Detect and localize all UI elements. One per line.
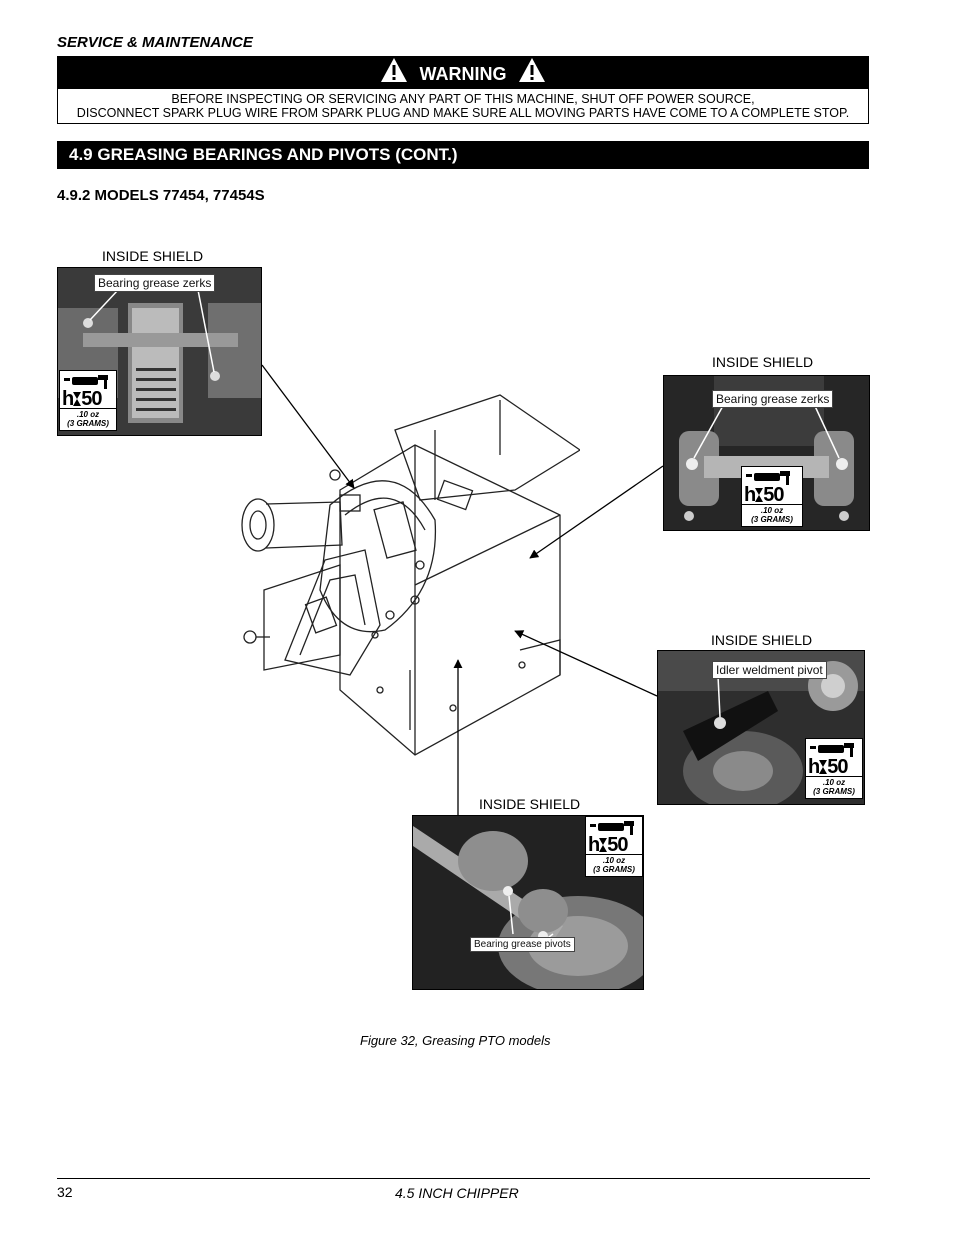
badge-number: 50	[763, 484, 784, 506]
hourglass-icon	[599, 836, 608, 852]
section-title: 4.9 GREASING BEARINGS AND PIVOTS (CONT.)	[57, 141, 869, 169]
badge-h: h	[808, 756, 820, 778]
grease-gun-icon	[64, 375, 108, 389]
footer-divider	[57, 1178, 870, 1179]
leader-line-3	[514, 630, 658, 697]
warning-box: WARNING BEFORE INSPECTING OR SERVICING A…	[57, 56, 869, 124]
hourglass-icon	[819, 758, 828, 774]
photo-bearing-zerks-2: Bearing grease zerks h 50 .10 oz(3 GRAMS)	[663, 375, 870, 531]
badge-h: h	[62, 388, 74, 410]
grease-badge-2: h 50 .10 oz(3 GRAMS)	[741, 466, 803, 527]
warning-header: WARNING	[58, 57, 868, 89]
badge-amount: .10 oz	[76, 410, 100, 419]
callout-caption-3: INSIDE SHIELD	[711, 632, 813, 648]
photo-bearing-zerks-1: Bearing grease zerks h 50 .10 oz(3 GRAMS)	[57, 267, 262, 436]
badge-number: 50	[827, 756, 848, 778]
photo-bearing-pivots: Bearing grease pivots h 50 .10 oz(3 GRAMS…	[412, 815, 644, 990]
grease-gun-icon	[746, 471, 790, 485]
grease-gun-icon	[590, 821, 634, 835]
warning-line-1: BEFORE INSPECTING OR SERVICING ANY PART …	[171, 92, 755, 106]
grease-badge-3: h 50 .10 oz(3 GRAMS)	[805, 738, 863, 799]
badge-grams: (3 GRAMS)	[593, 865, 635, 874]
warning-text: BEFORE INSPECTING OR SERVICING ANY PART …	[58, 92, 868, 120]
badge-grams: (3 GRAMS)	[751, 515, 793, 524]
photo-idler-pivot: Idler weldment pivot h 50 .10 oz(3 GRAMS)	[657, 650, 865, 805]
badge-amount: .10 oz	[760, 506, 784, 515]
callout-caption-1: INSIDE SHIELD	[102, 248, 204, 264]
badge-number: 50	[607, 834, 628, 856]
badge-h: h	[588, 834, 600, 856]
warning-line-2: DISCONNECT SPARK PLUG WIRE FROM SPARK PL…	[76, 106, 850, 120]
badge-amount: .10 oz	[822, 778, 846, 787]
badge-grams: (3 GRAMS)	[813, 787, 855, 796]
callout-caption-2: INSIDE SHIELD	[712, 354, 814, 370]
photo-label-1: Bearing grease zerks	[94, 274, 216, 292]
badge-number: 50	[81, 388, 102, 410]
hourglass-icon	[755, 486, 764, 502]
badge-h: h	[744, 484, 756, 506]
figure-caption: Figure 32, Greasing PTO models	[360, 1033, 551, 1048]
photo-label-4: Bearing grease pivots	[470, 937, 575, 952]
section-label: SERVICE & MAINTENANCE	[57, 34, 253, 51]
warning-triangle-icon	[380, 57, 408, 93]
callout-caption-4: INSIDE SHIELD	[479, 796, 581, 812]
warning-title: WARNING	[419, 63, 507, 84]
footer-title: 4.5 INCH CHIPPER	[395, 1185, 519, 1201]
chipper-machine-drawing	[241, 394, 580, 756]
photo-idler-image	[658, 651, 864, 804]
badge-grams: (3 GRAMS)	[67, 419, 109, 428]
badge-amount: .10 oz	[602, 856, 626, 865]
hourglass-icon	[73, 390, 82, 406]
photo-label-3: Idler weldment pivot	[712, 661, 827, 679]
warning-triangle-icon	[518, 57, 546, 93]
leader-line-2	[529, 465, 664, 559]
page-number: 32	[57, 1184, 73, 1200]
subsection-title: 4.9.2 MODELS 77454, 77454S	[57, 187, 265, 204]
grease-badge-4: h 50 .10 oz(3 GRAMS)	[585, 816, 643, 877]
grease-badge-1: h 50 .10 oz(3 GRAMS)	[59, 370, 117, 431]
grease-gun-icon	[810, 743, 854, 757]
photo-label-2: Bearing grease zerks	[712, 390, 834, 408]
leader-line-1	[261, 364, 355, 489]
